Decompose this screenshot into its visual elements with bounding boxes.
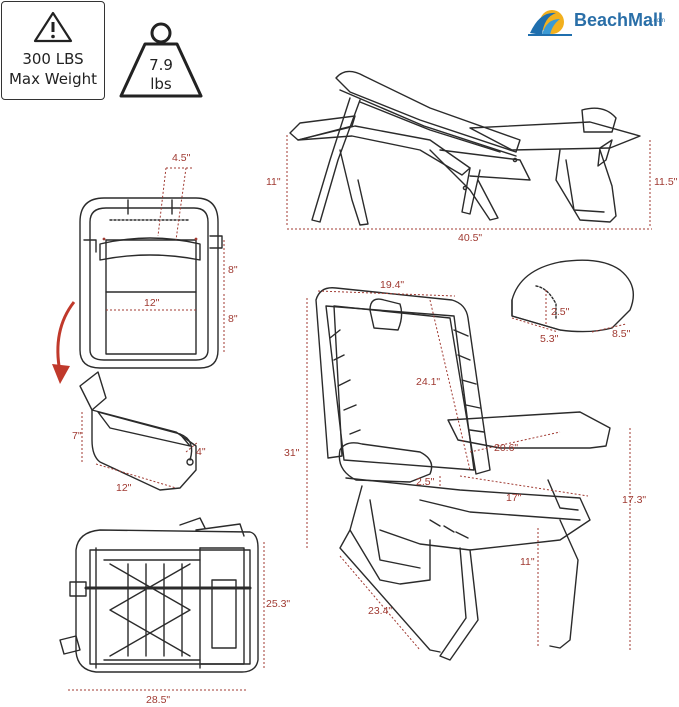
cooler-depth-label: 4" bbox=[196, 446, 206, 458]
dimension-arrow-marks bbox=[102, 237, 198, 241]
seat-height-label: 11" bbox=[520, 556, 535, 568]
side-length-label: 40.5" bbox=[458, 232, 483, 244]
product-weight-badge: 7.9 lbs bbox=[115, 20, 207, 100]
back-width-label: 19.4" bbox=[380, 279, 405, 291]
pillow-width-label: 8.5" bbox=[612, 328, 631, 340]
side-arm-height-label: 11.5" bbox=[654, 176, 678, 188]
warning-icon bbox=[33, 11, 73, 43]
pouch-depth-label: 4.5" bbox=[172, 152, 191, 164]
side-seat-height-label: 11" bbox=[266, 176, 281, 188]
back-height-label: 24.1" bbox=[416, 376, 441, 388]
beachmall-logo-text: BeachMall bbox=[574, 10, 664, 30]
dimension-lines bbox=[68, 135, 652, 691]
product-weight-unit: lbs bbox=[150, 75, 172, 93]
pillow-depth-label: 5.3" bbox=[540, 333, 559, 345]
chair-depth-label: 23.4" bbox=[368, 605, 393, 617]
red-curved-arrow bbox=[56, 301, 76, 373]
max-weight-value: 300 LBS bbox=[22, 50, 84, 68]
detached-cooler-drawing bbox=[79, 371, 197, 491]
kettlebell-weight-icon bbox=[119, 22, 203, 98]
pillow-height-label: 2.5" bbox=[551, 306, 570, 318]
beachmall-logo-suffix: .com bbox=[652, 18, 666, 24]
pouch-width-label: 12" bbox=[144, 297, 160, 309]
folded-chair-drawing bbox=[59, 517, 259, 673]
total-height-label: 31" bbox=[284, 447, 300, 459]
headrest-pillow-drawing bbox=[511, 259, 634, 333]
back-lower-label: 8" bbox=[228, 313, 238, 325]
front-view-chair-drawing bbox=[315, 287, 611, 661]
max-weight-label: Max Weight bbox=[8, 70, 98, 88]
arm-length-label: 20.6" bbox=[494, 442, 519, 454]
arm-height-label: 17.3" bbox=[622, 494, 647, 506]
product-weight-value: 7.9 bbox=[149, 56, 173, 74]
folded-width-label: 28.5" bbox=[146, 694, 171, 706]
beachmall-logo-icon bbox=[528, 10, 572, 36]
arm-width-label: 2.5" bbox=[416, 476, 435, 488]
max-weight-badge: 300 LBS Max Weight bbox=[1, 1, 105, 100]
back-pouch-drawing bbox=[79, 197, 223, 369]
folded-height-label: 25.3" bbox=[266, 598, 291, 610]
cooler-width-label: 12" bbox=[116, 482, 132, 494]
cooler-height-label: 7" bbox=[72, 430, 82, 442]
seat-depth-label: 17" bbox=[506, 492, 522, 504]
back-upper-label: 8" bbox=[228, 264, 238, 276]
side-view-chair-drawing bbox=[289, 70, 641, 226]
